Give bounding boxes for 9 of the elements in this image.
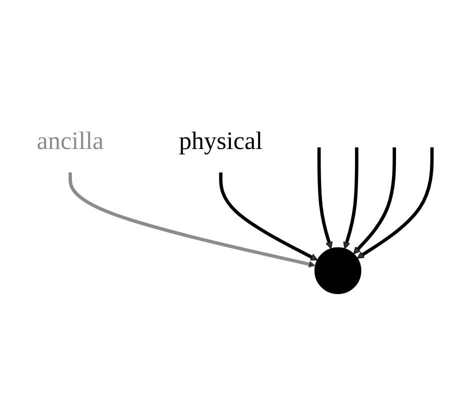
arrow — [343, 147, 358, 249]
node-circle — [314, 247, 362, 294]
arrow — [356, 147, 434, 258]
arrow — [219, 172, 318, 260]
node-text: physical — [178, 127, 263, 155]
arrow — [68, 172, 316, 268]
node-text: ancilla — [36, 127, 104, 155]
arrow — [353, 147, 396, 254]
arrow — [317, 147, 333, 249]
